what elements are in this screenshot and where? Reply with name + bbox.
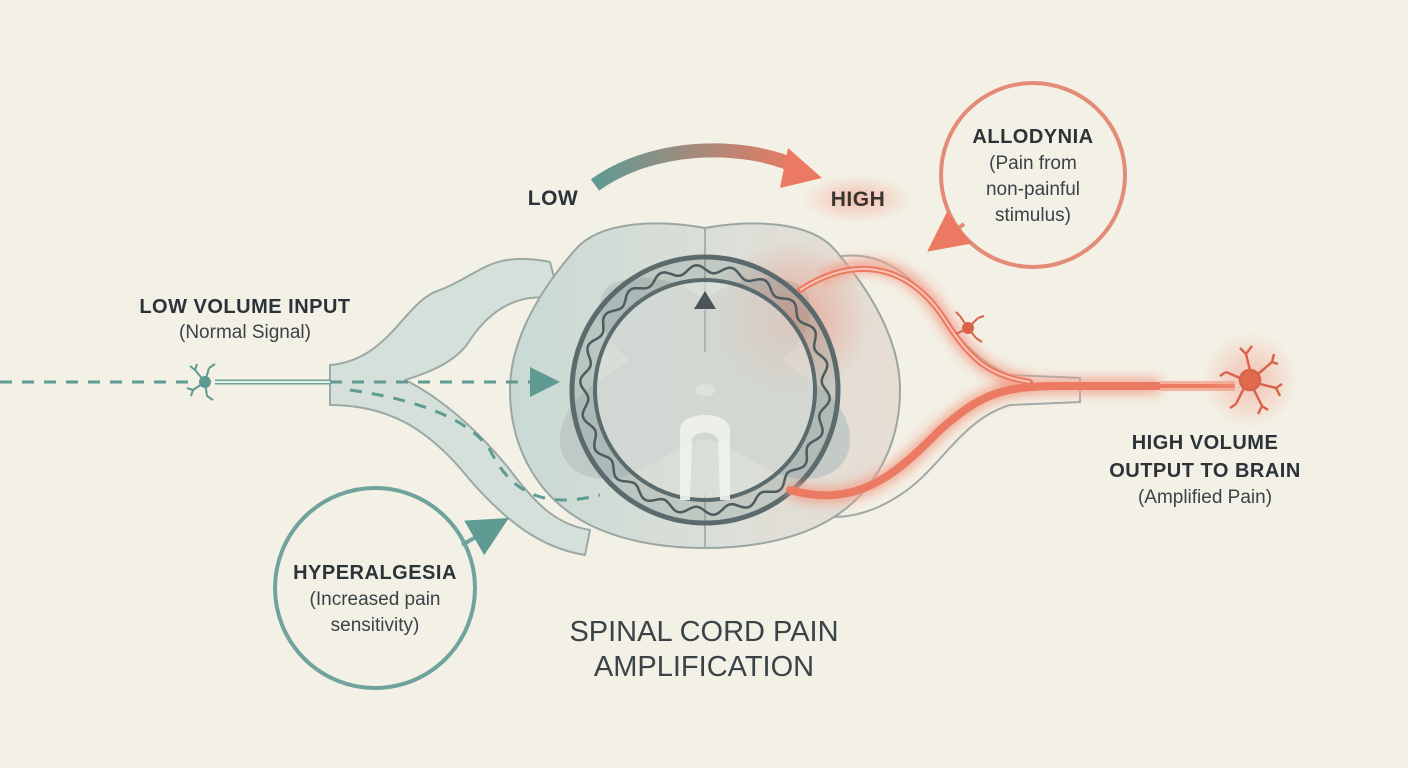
low-to-high-arrow — [590, 143, 803, 191]
hyperalgesia-pointer — [461, 518, 509, 556]
hyperalgesia-desc-line1: (Increased pain — [309, 589, 441, 610]
allodynia-desc-line2: non-painful — [985, 179, 1081, 200]
amplifier-ring-wave — [579, 264, 831, 516]
hyperalgesia-desc-line2: sensitivity) — [330, 615, 420, 636]
caption-line2: AMPLIFICATION — [593, 651, 815, 683]
allodynia-title: ALLODYNIA — [972, 126, 1094, 148]
high-glow — [802, 175, 912, 223]
triangle-marker-icon — [694, 291, 716, 309]
neuron-icon — [186, 363, 216, 401]
output-title-line2: OUTPUT TO BRAIN — [1109, 460, 1301, 482]
left-nerve-root — [329, 257, 591, 556]
neuron-icon — [1219, 345, 1283, 415]
output-subtitle: (Amplified Pain) — [1137, 487, 1273, 508]
output-pathway-upper-core — [799, 267, 1031, 383]
output-title-line1: HIGH VOLUME — [1131, 432, 1279, 454]
high-label: HIGH — [830, 188, 886, 211]
caption-line1: SPINAL CORD PAIN — [569, 616, 839, 648]
input-subtitle: (Normal Signal) — [179, 322, 311, 343]
amplifier-ring-inner — [593, 278, 817, 502]
low-to-high-arrowhead — [780, 148, 822, 188]
hyperalgesia-circle — [273, 486, 477, 690]
allodynia-pointer — [927, 211, 972, 252]
neuron-icon — [955, 311, 985, 343]
output-pathway-lower — [786, 382, 1164, 500]
allodynia-circle — [939, 81, 1127, 269]
allodynia-desc-line1: (Pain from — [989, 153, 1077, 174]
allodynia-desc-line3: stimulus) — [994, 205, 1071, 226]
hyperalgesia-title: HYPERALGESIA — [293, 562, 457, 584]
input-title: LOW VOLUME INPUT — [139, 296, 351, 318]
inner-gray-matter — [680, 415, 730, 500]
hyperalgesia-signal-path — [349, 388, 601, 502]
low-label: LOW — [527, 187, 579, 210]
